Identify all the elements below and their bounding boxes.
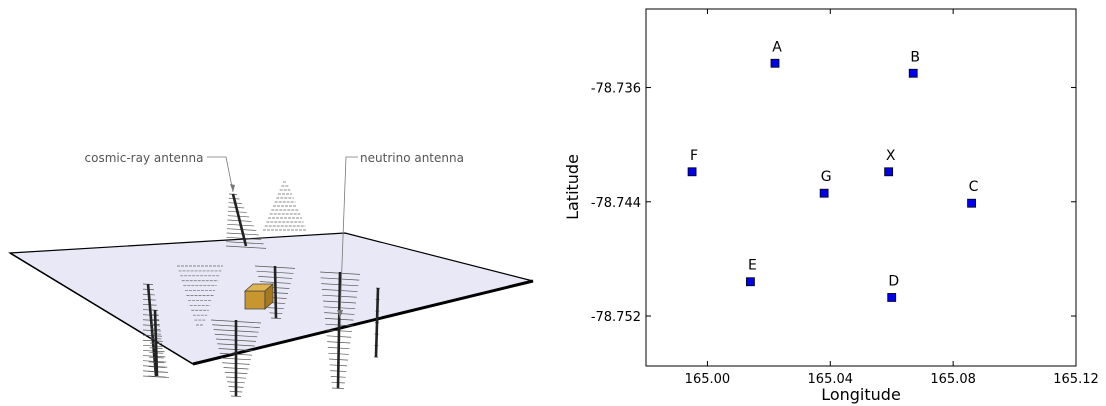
- station-marker-a: [770, 58, 780, 68]
- y-tick-label: -78.736: [591, 82, 641, 97]
- station-label-c: C: [969, 179, 979, 195]
- x-axis-title: Longitude: [821, 385, 901, 404]
- station-label-x: X: [886, 148, 896, 164]
- neutrino-callout-line: [339, 156, 358, 319]
- neutrino-antenna-label: neutrino antenna: [360, 151, 464, 165]
- station-marker-f: [687, 167, 697, 177]
- plane-left-edge: [9, 252, 194, 365]
- x-axis-ticks: 165.00 165.04 165.08 165.12: [685, 9, 1099, 387]
- cosmic-ray-callout-line: [207, 156, 234, 193]
- station-label-e: E: [748, 258, 757, 274]
- station-label-d: D: [888, 273, 899, 289]
- antenna-mid-left: [177, 265, 223, 326]
- y-tick-label: -78.744: [591, 196, 641, 211]
- antenna-group: [142, 181, 381, 397]
- station-label-b: B: [910, 49, 920, 65]
- station-box: [243, 283, 275, 310]
- station-marker-e: [746, 277, 755, 287]
- antenna-left-front: [147, 309, 167, 378]
- plot-area: [645, 8, 1077, 367]
- station-label-f: F: [690, 148, 698, 164]
- antenna-front-center: [210, 319, 262, 397]
- neutrino-antenna-front: [319, 271, 361, 390]
- x-tick-label: 165.04: [808, 372, 854, 387]
- y-axis-ticks: -78.736 -78.744 -78.752: [591, 82, 1076, 325]
- station-label-g: G: [821, 169, 832, 185]
- y-tick-label: -78.752: [591, 310, 641, 325]
- antenna-center: [254, 265, 296, 319]
- station-marker-d: [887, 293, 897, 302]
- station-label-a: A: [772, 39, 782, 55]
- antenna-right: [373, 287, 381, 358]
- station-illustration: cosmic-ray antenna neutrino antenna: [8, 151, 534, 397]
- y-axis-title: Latitude: [563, 154, 582, 220]
- neutrino-antenna-top: [263, 181, 307, 231]
- station-marker-b: [908, 68, 918, 78]
- cosmic-ray-antenna-label: cosmic-ray antenna: [85, 151, 204, 165]
- x-tick-label: 165.08: [930, 372, 976, 387]
- x-tick-label: 165.12: [1053, 372, 1099, 387]
- station-markers: A B F X G C E D: [687, 39, 979, 302]
- cosmic-ray-antenna-top: [225, 193, 267, 249]
- x-tick-label: 165.00: [685, 372, 731, 387]
- station-marker-x: [884, 167, 894, 177]
- station-marker-g: [819, 188, 829, 198]
- station-marker-c: [967, 198, 976, 208]
